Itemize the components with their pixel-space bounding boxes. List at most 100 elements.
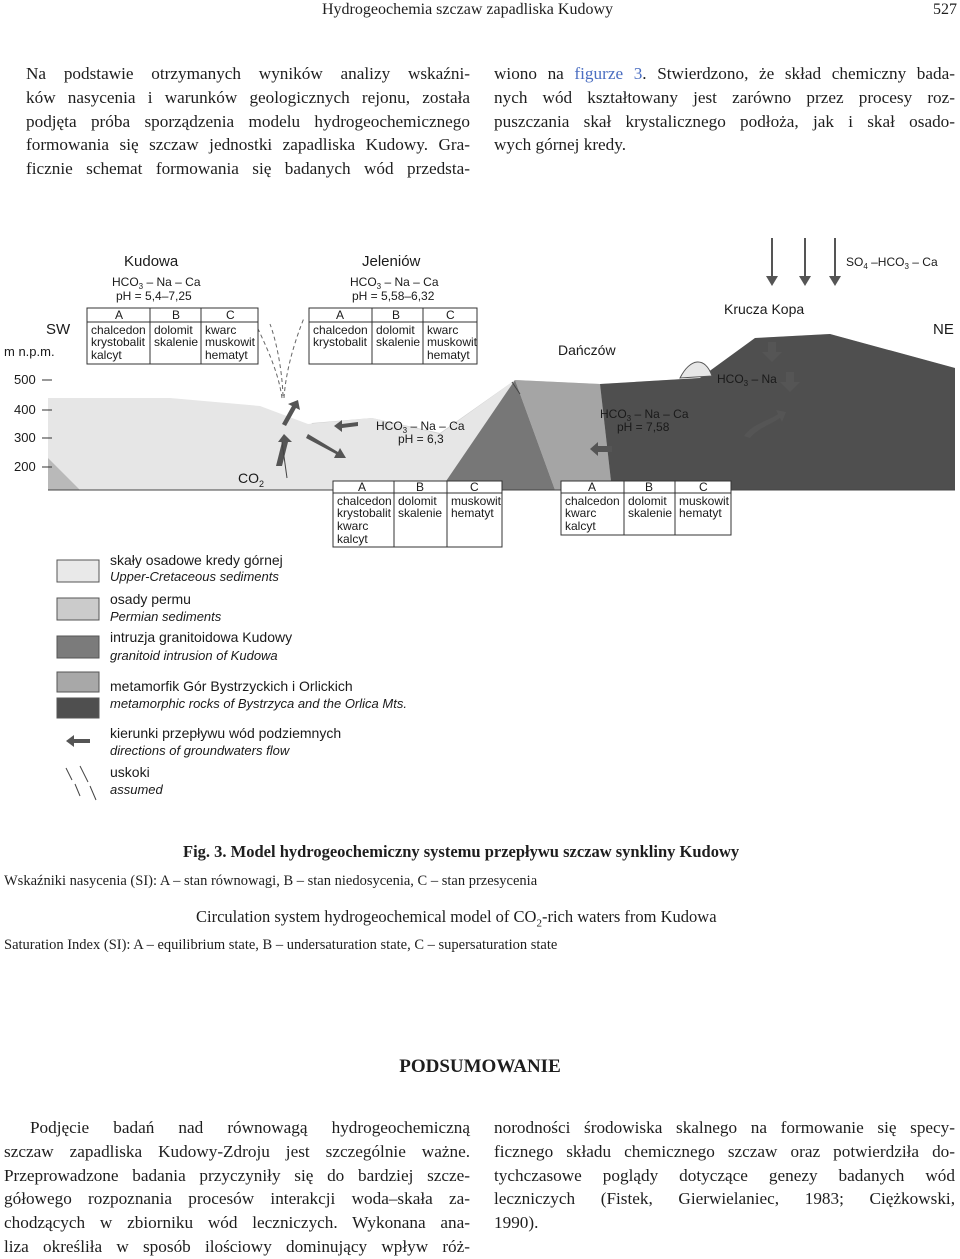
flow-arrow-icon bbox=[306, 434, 346, 458]
legend-label: uskoki bbox=[110, 764, 150, 780]
legend-label-en: Upper-Cretaceous sediments bbox=[110, 569, 279, 584]
table-header: B bbox=[392, 308, 400, 322]
spring-spray bbox=[251, 315, 305, 399]
table-cell: chalcedon bbox=[91, 323, 146, 337]
hydrogeochemical-model-diagram: m n.p.m. 500 400 300 200 SW NE Kudowa Je… bbox=[4, 238, 955, 801]
legend: skały osadowe kredy górnej Upper-Cretace… bbox=[56, 552, 407, 801]
water-type-mid: HCO3 – Na – Ca bbox=[376, 419, 465, 435]
ph-kudowa: pH = 5,4–7,25 bbox=[116, 289, 192, 303]
place-danczow: Dańczów bbox=[558, 342, 616, 358]
text-line: ków nasycenia i warunków geologicznych r… bbox=[26, 87, 470, 107]
metamorphic-block-left bbox=[515, 380, 612, 490]
caption-fragment: -rich waters from Kudowa bbox=[541, 907, 717, 926]
table-cell: muskowit bbox=[451, 494, 502, 508]
caption-subscript: 2 bbox=[536, 917, 542, 930]
table-cell: skalenie bbox=[628, 506, 672, 520]
page-number: 527 bbox=[933, 1, 957, 18]
text-line: Przeprowadzone badania przyczyniły się d… bbox=[4, 1165, 470, 1185]
text-line: nych wód kształtowany jest zarówno przez… bbox=[494, 87, 955, 107]
flow-arrow-icon bbox=[282, 400, 300, 426]
ph-jeleniow: pH = 5,58–6,32 bbox=[352, 289, 435, 303]
water-type-jeleniow: HCO3 – Na – Ca bbox=[350, 275, 439, 291]
place-krucza-kopa: Krucza Kopa bbox=[724, 301, 804, 317]
text-line: ficznego składu chemicznego szczaw oraz … bbox=[494, 1141, 955, 1161]
text-line: Na podstawie otrzymanych wyników analizy… bbox=[26, 64, 470, 83]
table-cell: hematyt bbox=[679, 506, 722, 520]
text-line: Podjęcie badań nad równowagą hydrogeoche… bbox=[30, 1118, 470, 1137]
table-cell: krystobalit bbox=[91, 335, 146, 349]
legend-swatch bbox=[56, 597, 100, 621]
table-cell: skalenie bbox=[398, 506, 442, 520]
table-cell: kwarc bbox=[337, 519, 368, 533]
table-header: A bbox=[358, 480, 366, 494]
cretaceous-remnant bbox=[679, 361, 713, 379]
direction-ne-label: NE bbox=[933, 321, 954, 338]
flow-arrow-icon bbox=[276, 434, 292, 466]
si-table-jeleniow: A B C chalcedon krystobalit dolomit skal… bbox=[308, 307, 478, 365]
text-line: liza określiła w sposób ilościowy dominu… bbox=[4, 1236, 470, 1256]
intro-right-column: wiono na figurze 3. Stwierdzono, że skła… bbox=[494, 62, 955, 157]
legend-label-en: Permian sediments bbox=[110, 609, 222, 624]
text-line: gółowego rozpoznania procesów interakcji… bbox=[4, 1189, 470, 1209]
si-table-right: A B C chalcedon kwarc kalcyt dolomit ska… bbox=[560, 480, 732, 536]
figure-caption-si-en: Saturation Index (SI): A – equilibrium s… bbox=[4, 937, 558, 953]
figure-reference-link[interactable]: figurze 3 bbox=[574, 64, 643, 83]
axis-tick-label: 500 bbox=[14, 372, 36, 387]
arrow-down-icon bbox=[799, 276, 811, 286]
place-jeleniow: Jeleniów bbox=[362, 253, 421, 270]
arrow-down-icon bbox=[829, 276, 841, 286]
table-header: C bbox=[446, 308, 455, 322]
text-line: leczniczych (Fistek, Gierwielaniec, 1983… bbox=[494, 1189, 955, 1209]
legend-label: metamorfik Gór Bystrzyckich i Orlickich bbox=[110, 678, 353, 694]
table-header: C bbox=[226, 308, 235, 322]
table-cell: muskowit bbox=[205, 335, 256, 349]
legend-swatch bbox=[56, 671, 100, 693]
figure-3: m n.p.m. 500 400 300 200 SW NE Kudowa Je… bbox=[0, 228, 960, 828]
intro-left-column: Na podstawie otrzymanych wyników analizy… bbox=[26, 62, 470, 181]
table-cell: kwarc bbox=[205, 323, 236, 337]
flow-arrow-icon bbox=[744, 410, 786, 438]
direction-sw-label: SW bbox=[46, 321, 71, 338]
table-cell: chalcedon bbox=[337, 494, 392, 508]
water-type-kudowa: HCO3 – Na – Ca bbox=[112, 275, 201, 291]
table-cell: chalcedon bbox=[313, 323, 368, 337]
flow-arrow-icon bbox=[762, 342, 782, 362]
legend-label: intruzja granitoidowa Kudowy bbox=[110, 629, 292, 645]
ph-mid: pH = 6,3 bbox=[398, 432, 444, 446]
legend-label: skały osadowe kredy górnej bbox=[110, 552, 283, 568]
place-kudowa: Kudowa bbox=[124, 253, 179, 270]
table-cell: kwarc bbox=[427, 323, 458, 337]
legend-swatch bbox=[56, 697, 100, 719]
figure-caption-en: Circulation system hydrogeochemical mode… bbox=[196, 907, 717, 929]
summary-left-column: Podjęcie badań nad równowagą hydrogeoche… bbox=[4, 1116, 470, 1259]
flow-arrow-icon bbox=[66, 735, 90, 747]
table-cell: krystobalit bbox=[337, 506, 392, 520]
si-table-middle: A B C chalcedon krystobalit kwarc kalcyt… bbox=[332, 480, 503, 548]
flow-arrow-icon bbox=[334, 420, 358, 432]
granitoid-intrusion bbox=[440, 380, 555, 490]
table-header: A bbox=[588, 480, 596, 494]
ph-right: pH = 7,58 bbox=[617, 420, 670, 434]
table-header: B bbox=[416, 480, 424, 494]
water-type-top: SO4 –HCO3 – Ca bbox=[846, 255, 938, 271]
axis-tick-label: 300 bbox=[14, 430, 36, 445]
metamorphic-wedge bbox=[48, 458, 80, 490]
arrow-down-icon bbox=[766, 276, 778, 286]
axis-unit-label: m n.p.m. bbox=[4, 344, 55, 359]
text-line: wiono na figurze 3. Stwierdzono, że skła… bbox=[494, 62, 955, 86]
table-cell: dolomit bbox=[628, 494, 667, 508]
legend-swatch bbox=[56, 635, 100, 659]
table-cell: chalcedon bbox=[565, 494, 620, 508]
legend-label-en: granitoid intrusion of Kudowa bbox=[110, 648, 278, 663]
text-fragment: wiono na bbox=[494, 64, 575, 83]
table-cell: kalcyt bbox=[91, 348, 122, 362]
fault-icon bbox=[65, 765, 97, 801]
text-line: 1990). bbox=[494, 1213, 539, 1233]
text-line: chodzących w zbiorniku wód leczniczych. … bbox=[4, 1213, 470, 1233]
table-cell: hematyt bbox=[451, 506, 494, 520]
legend-label-en: metamorphic rocks of Bystrzyca and the O… bbox=[110, 696, 407, 711]
table-cell: skalenie bbox=[154, 335, 198, 349]
table-cell: kalcyt bbox=[337, 532, 368, 546]
summary-right-column: norodności środowiska skalnego na formow… bbox=[494, 1116, 955, 1235]
table-cell: dolomit bbox=[154, 323, 193, 337]
